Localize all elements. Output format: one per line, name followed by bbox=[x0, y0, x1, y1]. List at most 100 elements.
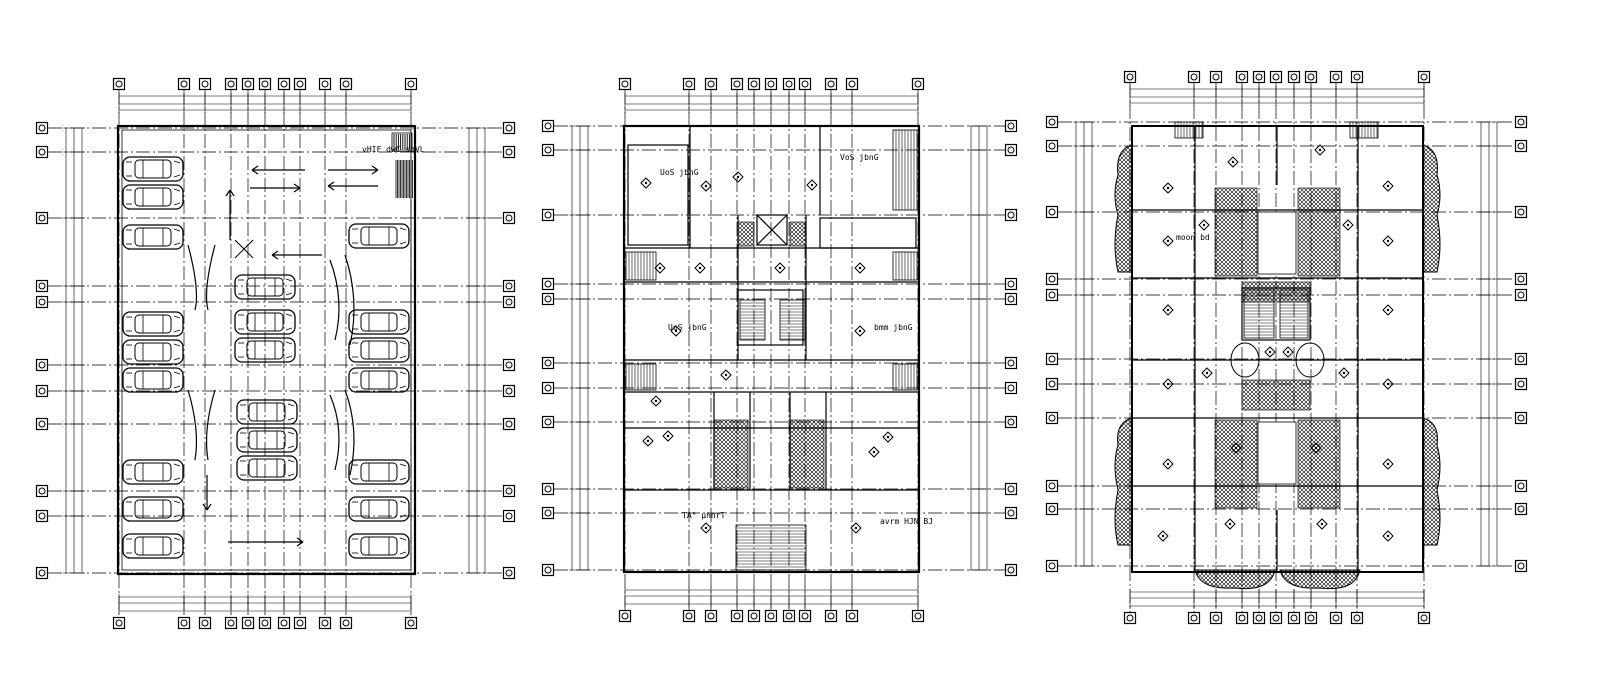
typical-grid-bubble bbox=[1045, 288, 1059, 302]
plan-typical: moon bd bbox=[1045, 70, 1528, 625]
ground-grid-bubble bbox=[798, 77, 812, 91]
typical-grid-bubble bbox=[1269, 611, 1283, 625]
stair-flight bbox=[1174, 121, 1204, 139]
ground-grid-bubble bbox=[541, 415, 555, 429]
typical-room-label: moon bd bbox=[1176, 233, 1210, 242]
typical-grid-bubble bbox=[1045, 411, 1059, 425]
ground-grid-bubble bbox=[704, 609, 718, 623]
typical-hatched-cores bbox=[1214, 187, 1341, 509]
light-fixture bbox=[1342, 219, 1354, 231]
light-fixture bbox=[1382, 180, 1394, 192]
parking-grid-bubble bbox=[35, 145, 49, 159]
typical-grid-bubble bbox=[1269, 70, 1283, 84]
typical-grid-bubble bbox=[1350, 70, 1364, 84]
parking-grid-bubble bbox=[35, 279, 49, 293]
ground-grid-bubble bbox=[730, 609, 744, 623]
parking-grid-bubble bbox=[502, 358, 516, 372]
stair-flight bbox=[735, 524, 807, 571]
ground-bottom-left-label: TA° μhnrT bbox=[682, 511, 726, 520]
ground-grid-bubble bbox=[541, 143, 555, 157]
ground-grid-bubble bbox=[911, 609, 925, 623]
parking-grid-bubble bbox=[198, 616, 212, 630]
parking-outer-wall bbox=[116, 124, 417, 576]
parking-grid-bubble bbox=[502, 211, 516, 225]
parking-note-label: vHIF dwC sqVL bbox=[362, 145, 425, 154]
ground-grid-bubble bbox=[1004, 356, 1018, 370]
ground-grid-bubble bbox=[911, 77, 925, 91]
light-fixture bbox=[1198, 219, 1210, 231]
ground-grid-bubble bbox=[541, 277, 555, 291]
car-symbol bbox=[236, 427, 298, 453]
parking-grid-bubble bbox=[318, 616, 332, 630]
ground-grid-bubble bbox=[730, 77, 744, 91]
typical-grid-bubble bbox=[1045, 502, 1059, 516]
parking-grid-bubble bbox=[502, 121, 516, 135]
parking-grid-bubble bbox=[502, 484, 516, 498]
typical-grid-bubble bbox=[1514, 479, 1528, 493]
parking-grid-bubble bbox=[241, 77, 255, 91]
light-fixture bbox=[1157, 530, 1169, 542]
parking-grid-bubble bbox=[502, 566, 516, 580]
light-fixture bbox=[700, 180, 712, 192]
parking-grid-bubble bbox=[502, 145, 516, 159]
typical-grid-bubble bbox=[1514, 502, 1528, 516]
ground-grid-bubble bbox=[1004, 563, 1018, 577]
ground-hatched-blocks bbox=[713, 221, 825, 489]
ground-stairs bbox=[625, 129, 918, 571]
ground-grid-bubble bbox=[618, 609, 632, 623]
ground-grid-bubble bbox=[845, 77, 859, 91]
light-fixture bbox=[854, 262, 866, 274]
parking-grid-bubble bbox=[35, 358, 49, 372]
typical-grid-bubble bbox=[1123, 70, 1137, 84]
parking-grid-bubble bbox=[404, 616, 418, 630]
light-fixture bbox=[850, 522, 862, 534]
typical-grid-bubble bbox=[1187, 70, 1201, 84]
typical-grid-bubble bbox=[1514, 272, 1528, 286]
light-fixture bbox=[1316, 518, 1328, 530]
light-fixture bbox=[662, 430, 674, 442]
light-fixture bbox=[1382, 530, 1394, 542]
car-symbol bbox=[122, 311, 184, 337]
stair-flight bbox=[1349, 121, 1379, 139]
typical-grid-bubble bbox=[1329, 70, 1343, 84]
typical-grid-bubble bbox=[1417, 611, 1431, 625]
ground-grid-bubble bbox=[764, 77, 778, 91]
typical-walls bbox=[1132, 126, 1423, 572]
typical-grid-bubble bbox=[1209, 611, 1223, 625]
ground-grid-bubble bbox=[541, 482, 555, 496]
light-fixture bbox=[1224, 518, 1236, 530]
parking-cross-marker bbox=[234, 239, 254, 259]
light-fixture bbox=[1382, 458, 1394, 470]
plan-ground-grid bbox=[541, 77, 1018, 623]
light-fixture bbox=[732, 171, 744, 183]
parking-grid-bubble bbox=[224, 616, 238, 630]
typical-grid-bubble bbox=[1304, 611, 1318, 625]
parking-grid-bubble bbox=[502, 384, 516, 398]
parking-grid-bubble bbox=[502, 295, 516, 309]
light-fixture bbox=[1162, 458, 1174, 470]
parking-grid-bubble bbox=[198, 77, 212, 91]
ground-grid-bubble bbox=[541, 119, 555, 133]
ground-room-label-lower: bmm jbnG bbox=[874, 323, 913, 332]
typical-grid-bubble bbox=[1045, 115, 1059, 129]
typical-grid-bubble bbox=[1514, 288, 1528, 302]
light-fixture bbox=[694, 262, 706, 274]
car-symbol bbox=[122, 339, 184, 365]
car-symbol bbox=[348, 459, 410, 485]
typical-grid-bubble bbox=[1514, 377, 1528, 391]
light-fixture bbox=[1282, 346, 1294, 358]
ground-grid-bubble bbox=[682, 77, 696, 91]
car-symbol bbox=[122, 367, 184, 393]
parking-grid-bubble bbox=[277, 77, 291, 91]
parking-grid-bubble bbox=[404, 77, 418, 91]
ground-grid-bubble bbox=[541, 208, 555, 222]
typical-grid-bubble bbox=[1045, 377, 1059, 391]
typical-grid-bubble bbox=[1123, 611, 1137, 625]
typical-grid-bubble bbox=[1235, 611, 1249, 625]
parking-grid-bubble bbox=[241, 616, 255, 630]
ground-grid-bubble bbox=[541, 381, 555, 395]
typical-outer-wall bbox=[1131, 125, 1424, 573]
light-fixture bbox=[1382, 304, 1394, 316]
